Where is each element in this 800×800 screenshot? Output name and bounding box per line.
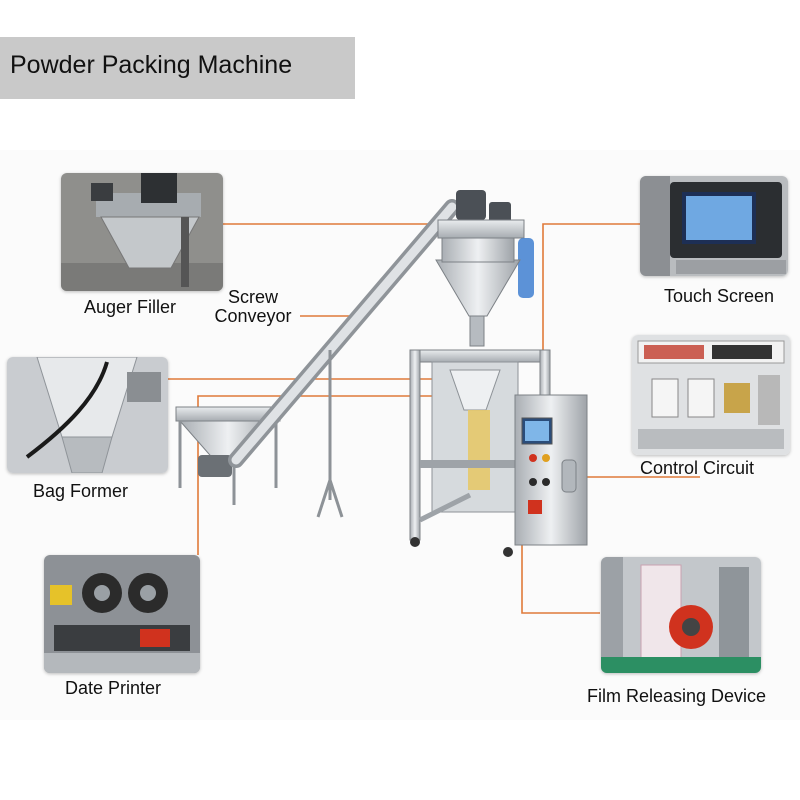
page-title: Powder Packing Machine xyxy=(10,51,293,79)
screw-conveyor-label: Screw Conveyor xyxy=(208,288,298,326)
auger-filler-unit xyxy=(435,190,534,347)
screw-conveyor-label-line2: Conveyor xyxy=(214,306,292,326)
auger-filler-photo xyxy=(61,173,223,291)
bag-former-label: Bag Former xyxy=(33,481,129,501)
auger-filler-label: Auger Filler xyxy=(84,297,177,317)
control-circuit-photo xyxy=(632,335,790,455)
bag-former-photo xyxy=(7,357,168,473)
touch-screen-label: Touch Screen xyxy=(664,286,775,306)
date-printer-photo xyxy=(44,555,200,673)
leader-line-date-printer xyxy=(197,395,458,555)
film-releasing-device-photo xyxy=(601,557,761,673)
screw-conveyor-tube xyxy=(228,199,460,518)
title-bar: Powder Packing Machine xyxy=(0,37,355,99)
film-releasing-device-label: Film Releasing Device xyxy=(587,686,767,706)
touch-screen-photo xyxy=(640,176,788,276)
screw-conveyor-label-line1: Screw xyxy=(227,287,278,307)
control-cabinet xyxy=(514,394,588,546)
machine-frame xyxy=(409,349,551,557)
control-circuit-label: Control Circuit xyxy=(640,458,755,478)
date-printer-label: Date Printer xyxy=(65,678,162,698)
